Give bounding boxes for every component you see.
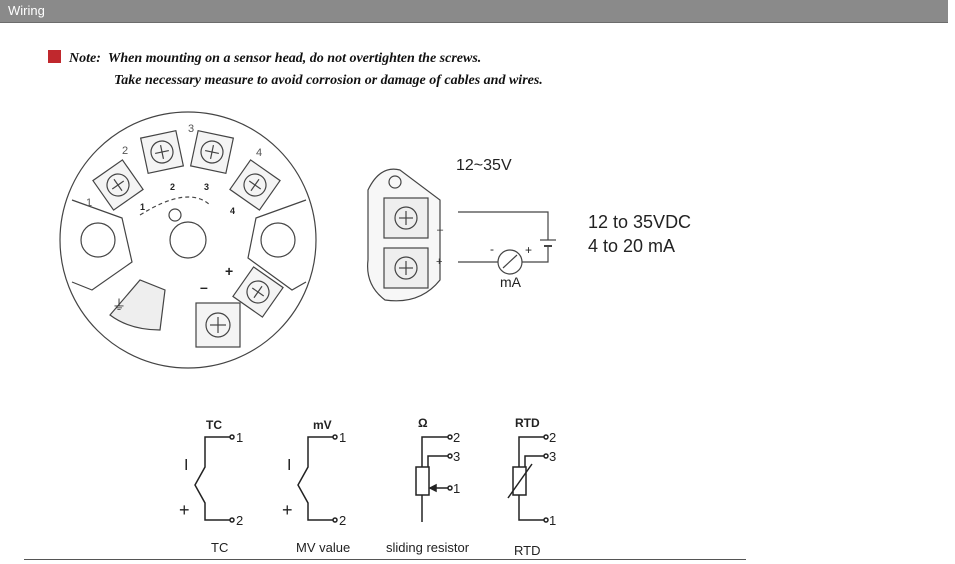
left-mount-hole bbox=[80, 222, 116, 258]
wire-minus bbox=[458, 211, 549, 240]
note-line-1: Note: When mounting on a sensor head, do… bbox=[48, 48, 543, 70]
sensor-rtd bbox=[507, 434, 549, 523]
term-minus-label: – bbox=[437, 224, 444, 236]
tc-plus: + bbox=[179, 500, 190, 520]
terminal-minus bbox=[195, 302, 241, 348]
bottom-divider bbox=[24, 559, 746, 560]
mv-plus: + bbox=[282, 500, 293, 520]
note-block: Note: When mounting on a sensor head, do… bbox=[48, 48, 543, 92]
inner-number-3: 3 bbox=[204, 182, 209, 192]
inner-number-4: 4 bbox=[230, 206, 235, 216]
note-text-2: Take necessary measure to avoid corrosio… bbox=[114, 73, 543, 88]
head-right-notch bbox=[247, 199, 307, 291]
power-terminal-minus bbox=[383, 197, 429, 239]
mv-minus: I bbox=[287, 457, 291, 474]
terminal-2 bbox=[139, 129, 185, 175]
center-hole bbox=[169, 221, 207, 259]
head-minus-label: – bbox=[200, 279, 208, 295]
meter-plus-label: + bbox=[525, 243, 532, 257]
ground-pad bbox=[109, 279, 166, 331]
terminal-3 bbox=[189, 129, 235, 175]
terminal-4 bbox=[229, 159, 281, 211]
ohm-pin-3: 3 bbox=[453, 449, 460, 464]
rtd-pin-3: 3 bbox=[549, 449, 556, 464]
tc-pin-2: 2 bbox=[236, 513, 243, 528]
tc-minus: I bbox=[184, 457, 188, 474]
mv-pin-2: 2 bbox=[339, 513, 346, 528]
sensor-mv bbox=[297, 434, 338, 523]
term-plus-label: + bbox=[436, 256, 442, 268]
meter-minus-label: - bbox=[490, 242, 494, 256]
ground-icon: ⏚ bbox=[112, 297, 126, 313]
ohm-pin-1: 1 bbox=[453, 481, 460, 496]
transmitter-head: ⏚ bbox=[59, 111, 317, 369]
meter-label: mA bbox=[500, 274, 522, 290]
sensor-sliding-resistor bbox=[415, 434, 453, 522]
head-left-notch bbox=[71, 199, 133, 291]
note-text-1: When mounting on a sensor head, do not o… bbox=[107, 51, 482, 66]
power-terminal-block bbox=[367, 168, 556, 302]
inner-number-2: 2 bbox=[170, 182, 175, 192]
head-plus-label: + bbox=[225, 263, 233, 279]
ohm-title: Ω bbox=[418, 416, 428, 430]
mv-pin-1: 1 bbox=[339, 430, 346, 445]
inner-number-1: 1 bbox=[140, 202, 145, 212]
right-mount-hole bbox=[260, 222, 296, 258]
section-header: Wiring bbox=[0, 0, 948, 23]
ohm-caption: sliding resistor bbox=[386, 540, 470, 555]
sensor-junction bbox=[168, 208, 182, 222]
rtd-pin-1: 1 bbox=[549, 513, 556, 528]
rtd-pin-2: 2 bbox=[549, 430, 556, 445]
terminal-plus bbox=[232, 266, 284, 318]
note-label: Note bbox=[69, 51, 97, 66]
mv-title: mV bbox=[313, 418, 332, 432]
note-bullet-icon bbox=[48, 50, 61, 63]
mv-caption: MV value bbox=[296, 540, 350, 555]
spec-line-2: 4 to 20 mA bbox=[588, 236, 675, 256]
outer-number-1: 1 bbox=[86, 197, 92, 209]
ohm-pin-2: 2 bbox=[453, 430, 460, 445]
spec-line-1: 12 to 35VDC bbox=[588, 212, 691, 232]
sensor-tc bbox=[194, 434, 235, 523]
block-mount-hole bbox=[388, 175, 402, 189]
voltage-label: 12~35V bbox=[456, 157, 512, 174]
outer-number-2: 2 bbox=[122, 145, 128, 157]
outer-number-3: 3 bbox=[188, 123, 194, 135]
ammeter-needle bbox=[502, 254, 518, 269]
terminal-1 bbox=[92, 159, 144, 211]
wire-plus-right bbox=[522, 246, 549, 263]
rtd-title: RTD bbox=[515, 416, 540, 430]
power-terminal-plus bbox=[383, 247, 429, 289]
tc-pin-1: 1 bbox=[236, 430, 243, 445]
section-title: Wiring bbox=[8, 3, 45, 18]
sensor-wire-arc bbox=[139, 196, 211, 216]
outer-number-4: 4 bbox=[256, 147, 262, 159]
head-outer-ring bbox=[59, 111, 317, 369]
tc-title: TC bbox=[206, 418, 222, 432]
note-separator: : bbox=[96, 51, 101, 66]
rtd-caption: RTD bbox=[514, 543, 540, 558]
tc-caption: TC bbox=[211, 540, 228, 555]
